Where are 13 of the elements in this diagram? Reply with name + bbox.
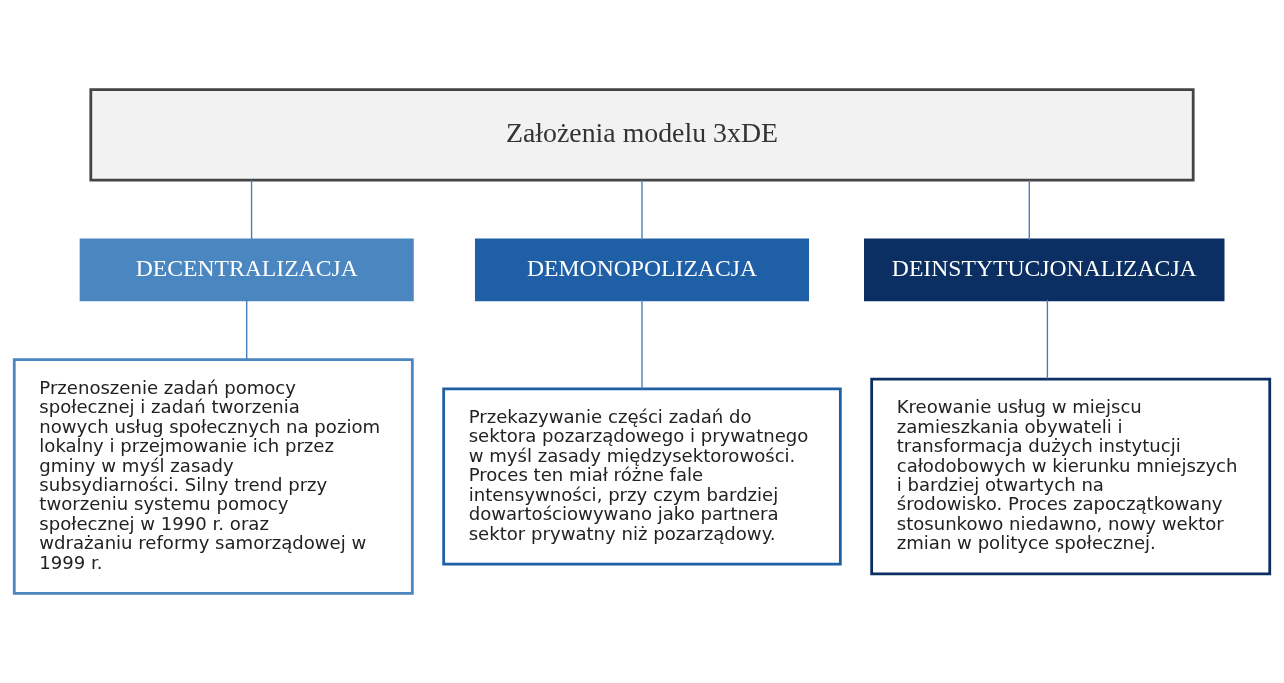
connector [1046, 299, 1049, 380]
connector [246, 299, 248, 361]
node-box: DEMONOPOLIZACJA [474, 238, 810, 302]
node-box: Kreowanie usług w miejscu zamieszkania obywateli i transformacja dużych instytucji całodobowych w kierunku mniejszych i bardziej otwartych na środowisko. Proces zapoczątkowany stosunkowo niedawno, nowy wektor zmian w polityce społecznej. [870, 377, 1272, 576]
node-box: DEINSTYTUCJONALIZACJA [864, 238, 1225, 302]
connector [641, 179, 643, 241]
connector [1028, 179, 1030, 241]
node-box: Przekazywanie części zadań do sektora pozarządowego i prywatnego w myśl zasady międzysektorowości. Proces ten miał różne fale intensywności, przy czym bardziej dowartościowywano jako partnera sektor prywatny niż pozarządowy. [442, 387, 842, 566]
connector [641, 299, 643, 390]
node-box: DECENTRALIZACJA [79, 238, 414, 302]
node-box: Założenia modelu 3xDE [89, 88, 1195, 182]
node-box: Przenoszenie zadań pomocy społecznej i zadań tworzenia nowych usług społecznych na poziom lokalny i przejmowanie ich przez gminy w myśl zasady subsydiarności. Silny trend przy tworzeniu systemu pomocy społecznej w 1990 r. oraz wdrażaniu reformy samorządowej w 1999 r. [12, 358, 414, 595]
connector [250, 179, 253, 241]
